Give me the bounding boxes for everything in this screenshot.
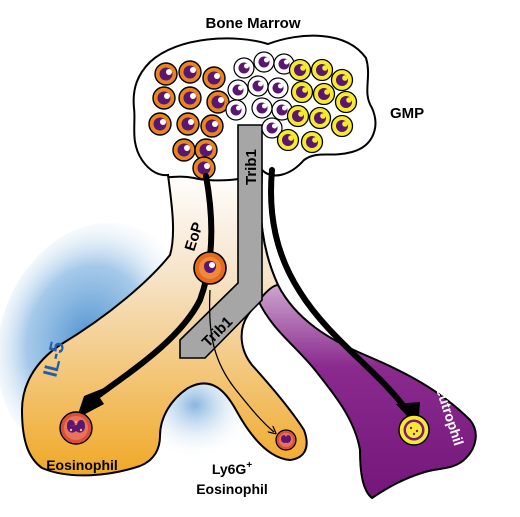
gmp-cells (276, 58, 358, 154)
trib1-bar (179, 124, 263, 359)
neutrophil-path (268, 167, 411, 415)
label-bone-marrow: Bone Marrow (205, 15, 300, 32)
mature-eosinophil-cell (59, 411, 93, 445)
ly6g-label-base: Ly6G (212, 461, 247, 477)
label-ly6g-eosinophil-line1: Ly6G+ (212, 460, 253, 477)
eosinophil-path (89, 173, 215, 403)
label-gmp: GMP (390, 105, 424, 122)
neutrophil-branch (256, 169, 477, 500)
label-ly6g-eosinophil-line2: Eosinophil (196, 481, 268, 497)
label-eosinophil: Eosinophil (46, 457, 118, 473)
neutrophil-cell (398, 414, 430, 446)
eosinophil-progenitor-cells (148, 60, 230, 180)
eop-cell (193, 251, 227, 285)
white-progenitor-cells (225, 51, 295, 139)
ly6g-label-sup: + (246, 460, 252, 471)
ly6g-path (208, 289, 274, 432)
label-trib1-upper: Trib1 (243, 149, 260, 185)
ly6g-eosinophil-cell (275, 429, 297, 451)
